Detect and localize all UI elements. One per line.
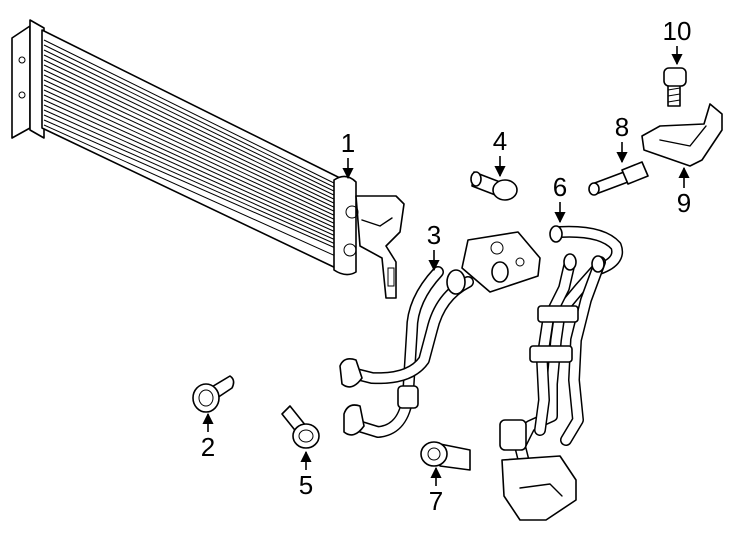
cooler-hose-part-6 [499, 225, 623, 521]
callout-label-4: 4 [493, 126, 507, 156]
plug-part-7 [420, 441, 471, 471]
callout-2: 2 [201, 412, 215, 462]
callout-label-7: 7 [429, 486, 443, 516]
callout-8: 8 [615, 112, 629, 164]
callout-3: 3 [427, 220, 441, 272]
callout-label-10: 10 [663, 16, 692, 46]
bolt-part-5 [281, 405, 320, 449]
callout-4: 4 [493, 126, 507, 178]
callout-10: 10 [663, 16, 692, 66]
cooler-line-part-3 [339, 231, 541, 438]
oil-cooler-part-1 [11, 19, 405, 299]
callout-label-3: 3 [427, 220, 441, 250]
callout-label-8: 8 [615, 112, 629, 142]
fitting-part-4 [470, 171, 518, 201]
fitting-part-8 [588, 161, 649, 196]
callout-label-5: 5 [299, 470, 313, 500]
callout-label-9: 9 [677, 188, 691, 218]
callout-5: 5 [299, 450, 313, 500]
bracket-part-9 [641, 103, 723, 167]
callout-label-6: 6 [553, 172, 567, 202]
callout-label-1: 1 [341, 128, 355, 158]
bolt-part-10 [663, 67, 687, 107]
callout-label-2: 2 [201, 432, 215, 462]
callout-1: 1 [341, 128, 355, 180]
bolt-part-2 [192, 375, 235, 413]
callout-6: 6 [553, 172, 567, 224]
callout-9: 9 [677, 166, 691, 218]
callout-7: 7 [429, 466, 443, 516]
